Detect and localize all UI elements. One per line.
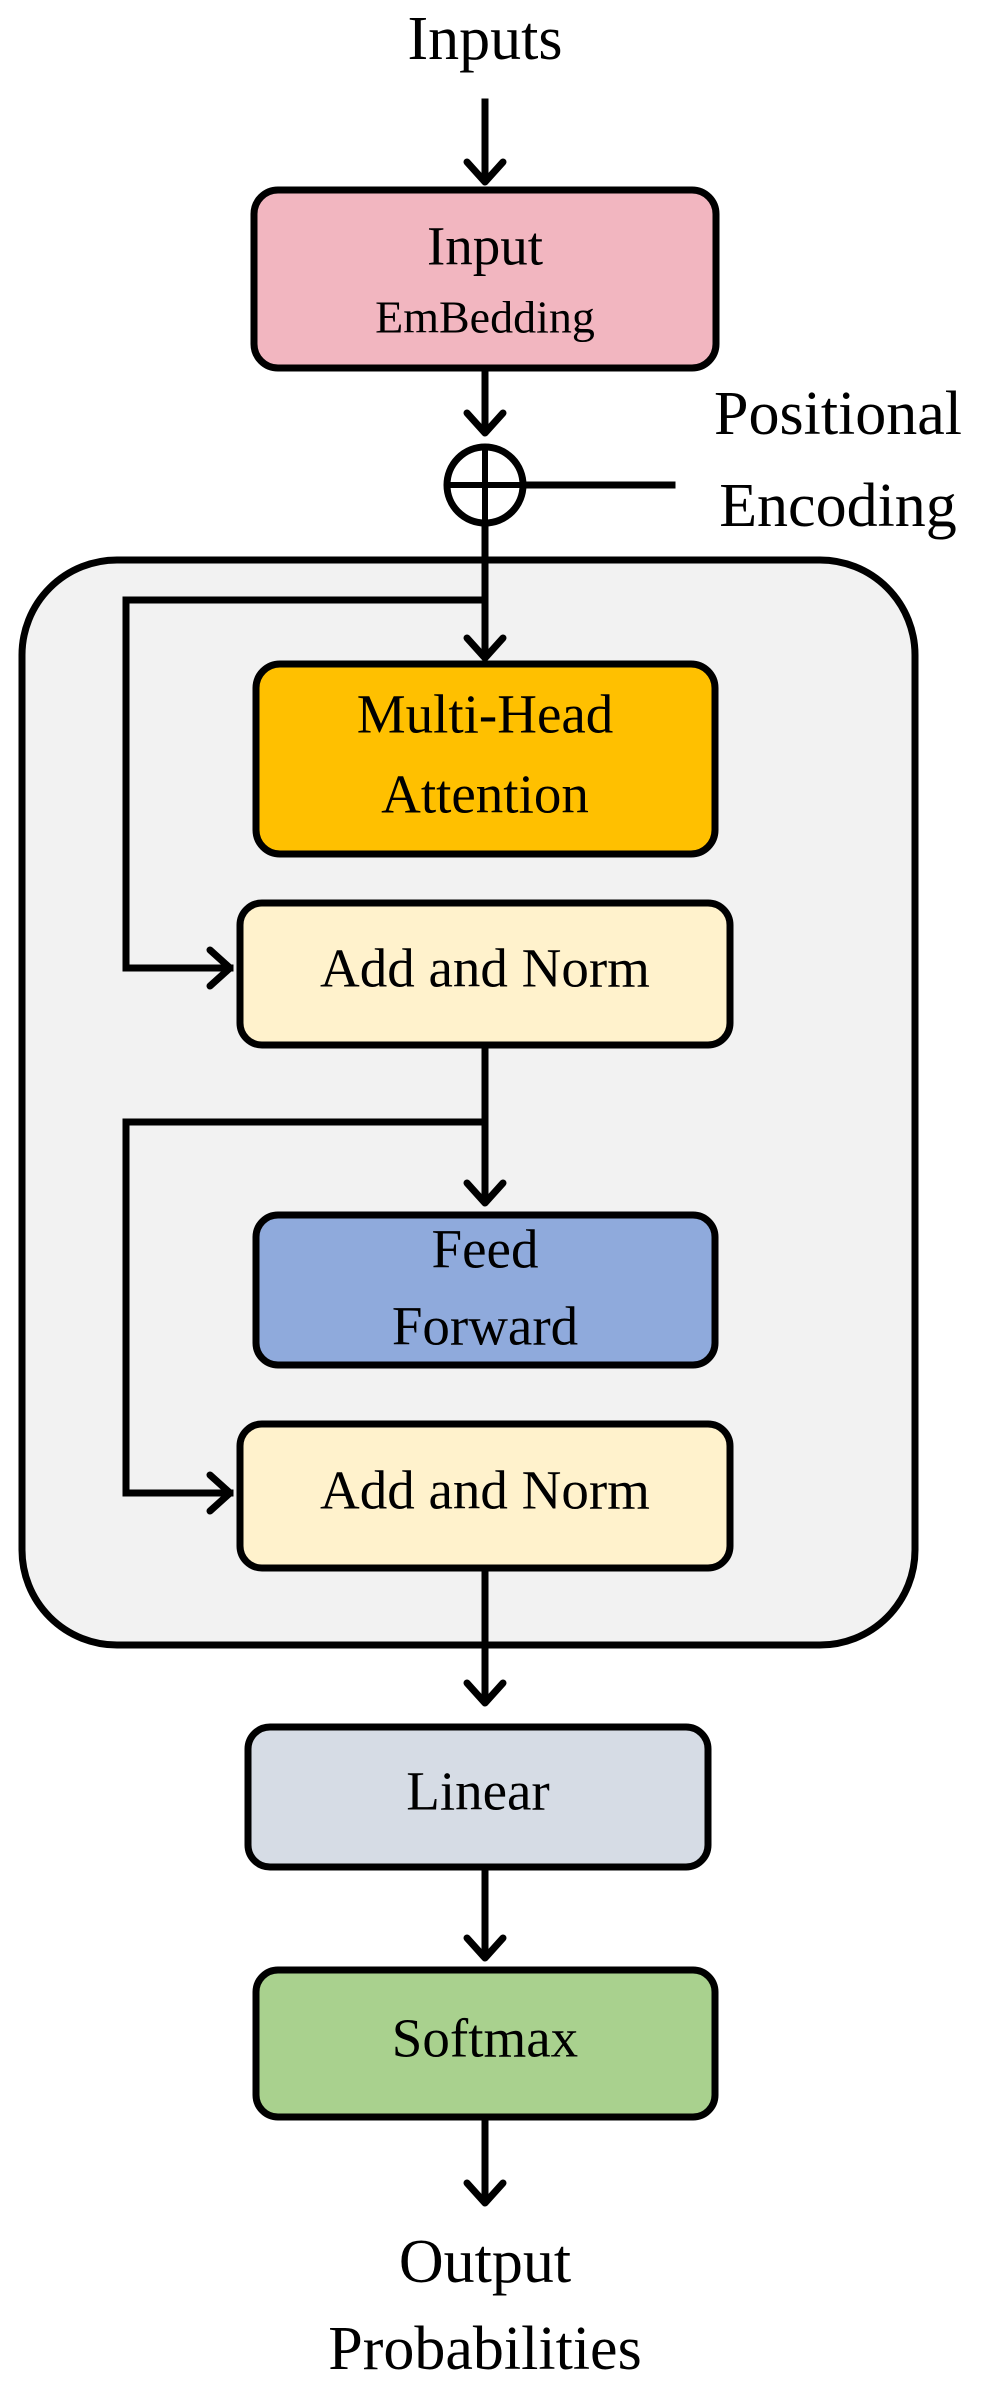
inputs-arrowhead bbox=[463, 158, 507, 186]
residual-connection-1 bbox=[122, 596, 489, 972]
residual-connection-2 bbox=[122, 1118, 489, 1497]
linear-label: Linear bbox=[406, 1761, 550, 1822]
positional-adder-icon bbox=[443, 443, 527, 527]
add-and-norm-1-box bbox=[236, 899, 734, 1049]
multi-head-attention-box bbox=[252, 660, 719, 858]
norm1-to-feedforward-arrowhead bbox=[463, 1179, 507, 1207]
linear-to-softmax-arrowhead bbox=[463, 1934, 507, 1962]
output-label-line2: Probabilities bbox=[328, 2315, 641, 2383]
multi-head-attention-label-line1: Multi-Head bbox=[357, 684, 614, 745]
feed-forward-label-line1: Feed bbox=[432, 1219, 539, 1280]
linear-box bbox=[244, 1723, 712, 1871]
positional-encoding-label-line2: Encoding bbox=[719, 472, 957, 540]
softmax-box bbox=[252, 1966, 719, 2121]
residual-1-arrowhead bbox=[206, 946, 234, 990]
multi-head-attention-label-line2: Attention bbox=[381, 764, 589, 825]
feed-forward-box bbox=[252, 1211, 719, 1369]
input-embedding-box bbox=[250, 186, 720, 372]
adder-to-attention-arrowhead bbox=[463, 634, 507, 662]
residual-2-arrowhead bbox=[206, 1471, 234, 1515]
add-and-norm-2-box bbox=[236, 1420, 734, 1572]
norm2-to-linear-arrowhead bbox=[463, 1679, 507, 1707]
feed-forward-label-line2: Forward bbox=[392, 1296, 578, 1357]
positional-encoding-label-line1: Positional bbox=[714, 380, 962, 448]
softmax-label: Softmax bbox=[392, 2008, 578, 2069]
input-embedding-label-line2: EmBedding bbox=[375, 292, 595, 343]
add-and-norm-1-label: Add and Norm bbox=[320, 938, 650, 999]
output-label-line1: Output bbox=[399, 2228, 571, 2296]
inputs-label: Inputs bbox=[408, 5, 563, 73]
input-embedding-label-line1: Input bbox=[427, 216, 543, 277]
softmax-to-output-arrowhead bbox=[463, 2179, 507, 2207]
embedding-to-adder-arrowhead bbox=[463, 409, 507, 437]
add-and-norm-2-label: Add and Norm bbox=[320, 1460, 650, 1521]
